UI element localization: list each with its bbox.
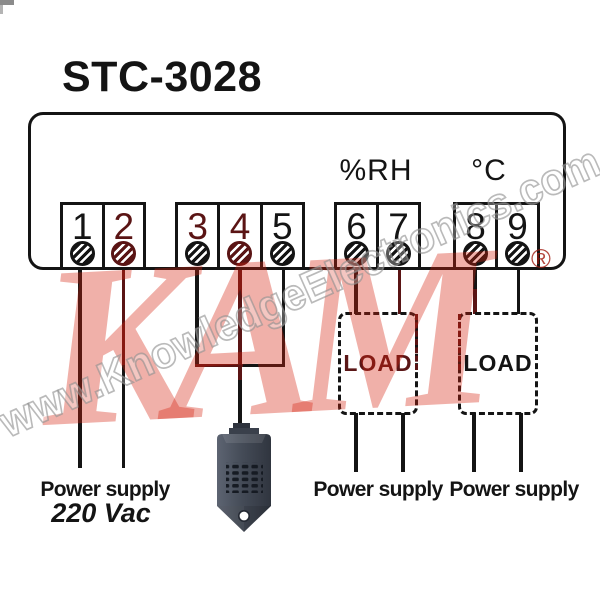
terminal-group-humidity-relay: 6 7 (334, 202, 421, 270)
sensor-junction-bar-right (243, 363, 285, 367)
wire-terminal-2-power (121, 365, 125, 468)
wire-terminal-8-load-red (473, 289, 477, 314)
terminal-7-screw-icon (386, 241, 411, 266)
sensor-cap (229, 423, 259, 436)
wire-terminal-9-load (516, 270, 520, 314)
terminal-2-number: 2 (113, 206, 135, 247)
terminal-9-number: 9 (507, 206, 528, 247)
wire-temperature-load-supply-right (519, 413, 523, 472)
terminal-group-temperature-relay: 8 9 (453, 202, 540, 270)
wire-sensor-cable (238, 380, 242, 427)
terminal-6: 6 (337, 205, 376, 267)
sensor-junction-bar-left (195, 363, 243, 367)
terminal-3-number: 3 (187, 206, 208, 247)
wire-terminal-6-load (354, 270, 358, 314)
terminal-1: 1 (63, 205, 102, 267)
power-supply-label-temperature-load: Power supply (449, 478, 579, 501)
voltage-label: 220 Vac (51, 498, 151, 528)
terminal-8-screw-icon (463, 241, 488, 266)
wire-terminal-8-load (473, 270, 477, 289)
terminal-6-screw-icon (344, 241, 369, 266)
terminal-group-power: 1 2 (60, 202, 146, 270)
terminal-5-screw-icon (269, 241, 295, 266)
wire-humidity-load-supply-right (401, 413, 405, 472)
corner-artifact-2 (0, 5, 3, 14)
terminal-9: 9 (495, 205, 537, 267)
wire-temperature-load-supply-left (472, 413, 476, 472)
wire-terminal-5-sensor (281, 270, 285, 367)
wire-terminal-2-power-red (121, 270, 125, 365)
temperature-load-label: LOAD (463, 350, 533, 376)
load-box-2-red-dash (458, 314, 461, 370)
terminal-8-number: 8 (465, 206, 486, 247)
terminal-1-number: 1 (71, 206, 93, 247)
load-box-humidity: LOAD (338, 312, 418, 415)
humidity-load-label: LOAD (343, 350, 413, 376)
wire-terminal-1-power (78, 270, 82, 468)
model-title: STC-3028 (62, 53, 262, 101)
power-supply-label-input: Power supply (40, 478, 170, 501)
wire-terminal-3-sensor (195, 270, 199, 367)
terminal-group-sensor: 3 4 5 (175, 202, 305, 270)
terminal-7: 7 (376, 205, 418, 267)
terminal-4: 4 (217, 205, 259, 267)
terminal-7-number: 7 (388, 206, 409, 247)
power-supply-label-humidity-load: Power supply (313, 478, 443, 501)
sensor-vent-grille (226, 462, 263, 493)
load-box-temperature: LOAD (458, 312, 538, 415)
terminal-8: 8 (456, 205, 495, 267)
temperature-humidity-sensor-probe (217, 423, 271, 532)
wire-terminal-7-load-red (397, 270, 401, 314)
terminal-5-number: 5 (272, 206, 293, 247)
sensor-mount-hole (237, 510, 250, 523)
temperature-group-label: °C (471, 154, 507, 187)
terminal-1-screw-icon (69, 241, 95, 266)
terminal-2-screw-icon (111, 241, 137, 266)
terminal-3: 3 (178, 205, 217, 267)
terminal-3-screw-icon (185, 241, 211, 266)
wire-terminal-4-sensor-red (238, 270, 242, 380)
humidity-group-label: %RH (339, 154, 413, 187)
corner-artifact (0, 0, 14, 5)
load-box-1-red-dash (415, 314, 418, 370)
terminal-2: 2 (101, 205, 144, 267)
terminal-9-screw-icon (505, 241, 530, 266)
wire-humidity-load-supply-left (354, 413, 358, 472)
terminal-4-number: 4 (229, 206, 251, 247)
terminal-6-number: 6 (346, 206, 367, 247)
terminal-4-screw-icon (227, 241, 253, 266)
terminal-5: 5 (259, 205, 302, 267)
